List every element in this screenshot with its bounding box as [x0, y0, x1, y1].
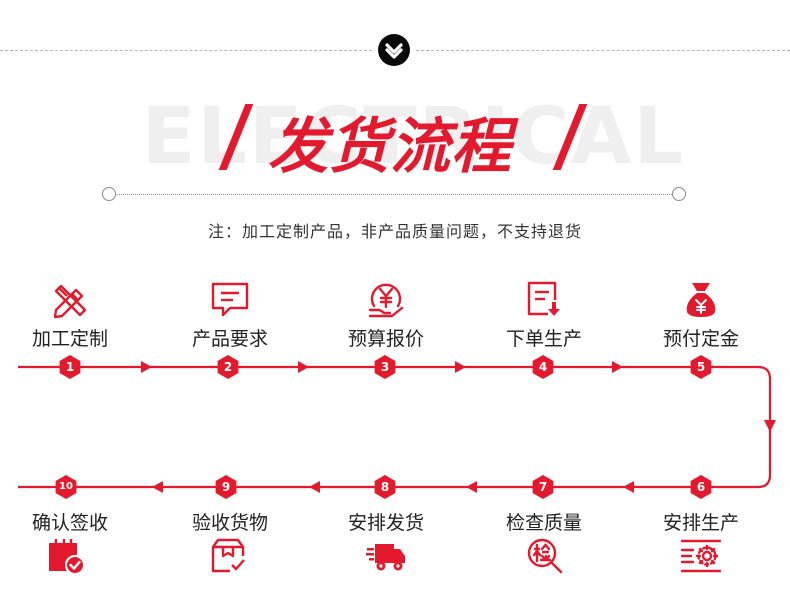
- chevron-down-icon: [378, 34, 410, 66]
- step-5-number: 5: [696, 360, 706, 374]
- header-divider-left: [0, 50, 372, 51]
- delivery-truck-icon: [366, 536, 406, 576]
- step-2-label: 产品要求: [191, 328, 268, 350]
- step-4-number: 4: [538, 360, 548, 374]
- step-9-badge: 9: [213, 474, 239, 500]
- document-download-icon: [524, 280, 564, 320]
- return-policy-note: 注：加工定制产品，非产品质量问题，不支持退货: [207, 222, 582, 241]
- step-4-badge: 4: [530, 354, 556, 380]
- step-6-label: 安排生产: [662, 512, 739, 534]
- step-3-badge: 3: [372, 354, 398, 380]
- step-7-label: 检查质量: [505, 512, 582, 534]
- pencil-ruler-icon: [50, 280, 90, 320]
- yen-coin-icon: [366, 280, 406, 320]
- step-3-label: 预算报价: [347, 328, 424, 350]
- gear-settings-icon: [680, 536, 722, 576]
- step-1-number: 1: [65, 360, 75, 374]
- step-3-number: 3: [380, 360, 390, 374]
- step-8-badge: 8: [372, 474, 398, 500]
- calendar-check-icon: [46, 536, 86, 576]
- money-bag-icon: [681, 280, 721, 320]
- underline-ring-left: [102, 187, 116, 201]
- step-6-badge: 6: [688, 474, 714, 500]
- step-4-label: 下单生产: [505, 328, 582, 350]
- step-8-label: 安排发货: [347, 512, 424, 534]
- step-8-number: 8: [380, 480, 390, 494]
- step-10-number: 10: [59, 481, 73, 492]
- step-10-label: 确认签收: [31, 512, 108, 534]
- step-1-label: 加工定制: [31, 328, 108, 350]
- step-7-badge: 7: [530, 474, 556, 500]
- title-underline: [114, 194, 676, 195]
- step-2-number: 2: [223, 360, 233, 374]
- step-5-badge: 5: [688, 354, 714, 380]
- underline-ring-right: [672, 187, 686, 201]
- message-icon: [210, 280, 250, 320]
- header-divider-right: [416, 50, 790, 51]
- package-check-icon: [208, 536, 248, 576]
- step-9-number: 9: [221, 480, 231, 494]
- step-7-number: 7: [538, 480, 548, 494]
- step-5-label: 预付定金: [662, 328, 739, 350]
- step-1-badge: 1: [57, 354, 83, 380]
- magnifier-inspect-icon: [525, 536, 565, 576]
- step-6-number: 6: [696, 480, 706, 494]
- step-2-badge: 2: [215, 354, 241, 380]
- step-10-badge: 10: [53, 474, 79, 500]
- step-9-label: 验收货物: [191, 512, 268, 534]
- page-title: 发货流程: [268, 112, 512, 182]
